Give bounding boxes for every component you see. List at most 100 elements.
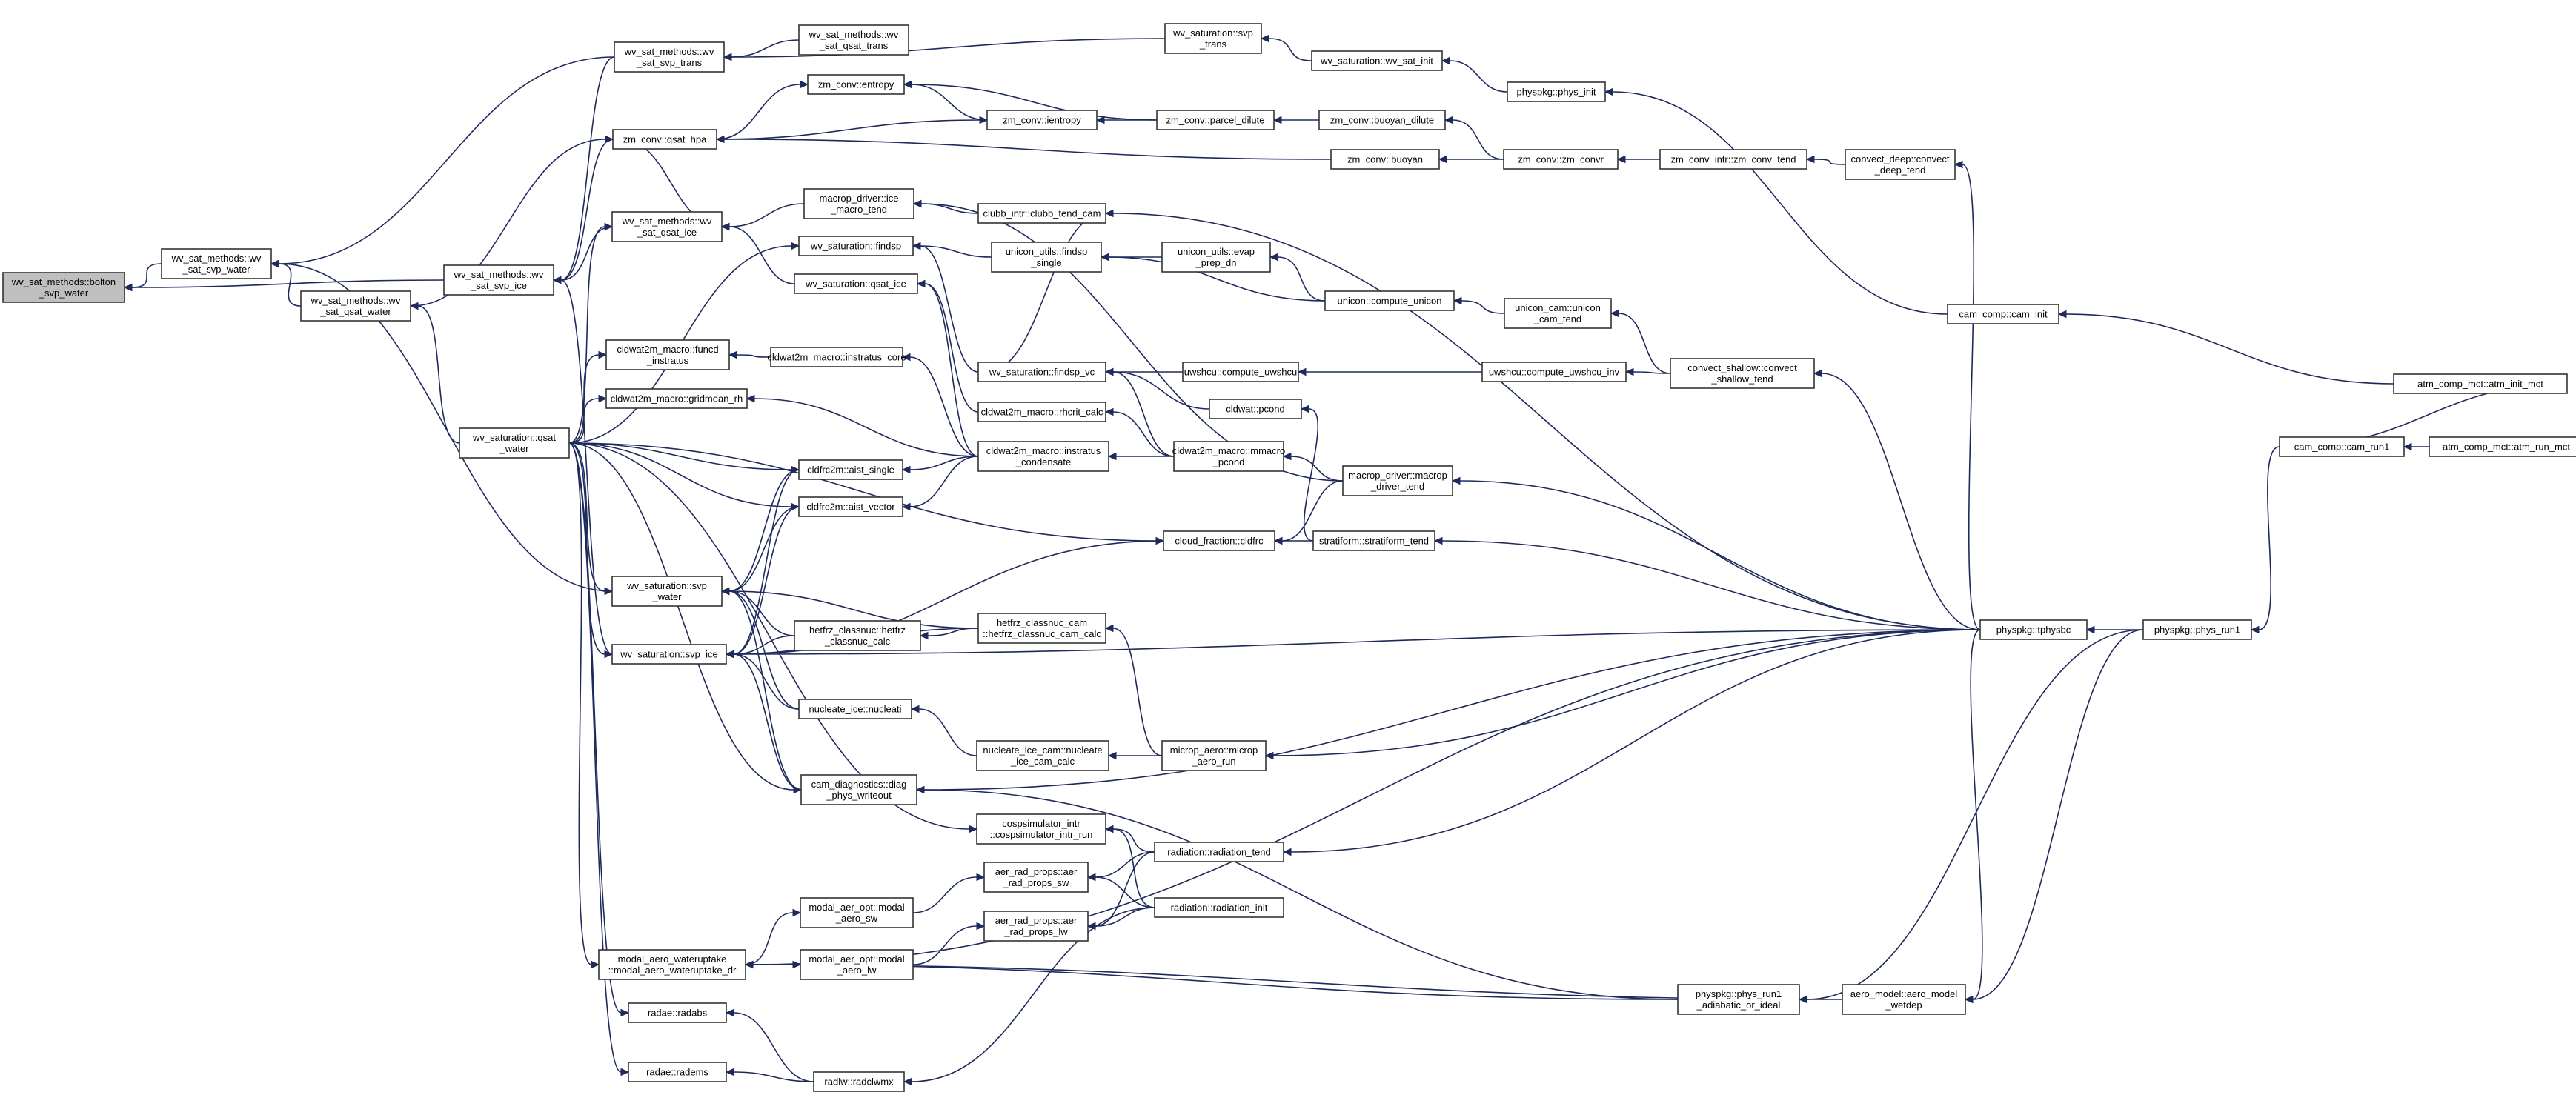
arrowhead-icon <box>969 825 978 833</box>
call-edge-line <box>1303 408 1319 542</box>
graph-node[interactable]: wv_sat_methods::wv_sat_svp_trans <box>614 41 725 73</box>
graph-node[interactable]: macrop_driver::ice_macro_tend <box>803 188 914 219</box>
graph-node-label: aer_rad_props::aer <box>995 915 1078 926</box>
graph-node[interactable]: cam_comp::cam_init <box>1947 304 2059 324</box>
graph-node[interactable]: radae::radabs <box>628 1002 727 1023</box>
graph-node[interactable]: zm_conv::buoyan <box>1330 149 1440 170</box>
graph-node[interactable]: radiation::radiation_init <box>1154 897 1284 918</box>
graph-node[interactable]: cloud_fraction::cldfrc <box>1163 530 1275 551</box>
graph-node[interactable]: unicon::compute_unicon <box>1324 290 1455 311</box>
graph-node[interactable]: zm_conv::entropy <box>807 74 905 95</box>
graph-node-label: wv_saturation::wv_sat_init <box>1320 56 1433 67</box>
graph-node-box <box>1311 50 1443 71</box>
graph-node[interactable]: zm_conv::ientropy <box>986 110 1098 130</box>
graph-node[interactable]: nucleate_ice::nucleati <box>798 699 912 719</box>
graph-node[interactable]: physpkg::tphysbc <box>1979 619 2088 640</box>
arrowhead-icon <box>1104 825 1114 833</box>
graph-node[interactable]: physpkg::phys_run1_adiabatic_or_ideal <box>1677 984 1800 1015</box>
graph-node[interactable]: wv_saturation::qsat_ice <box>794 273 918 294</box>
graph-node[interactable]: wv_sat_methods::wv_sat_qsat_ice <box>611 211 723 242</box>
graph-node-label: stratiform::stratiform_tend <box>1319 536 1429 547</box>
call-edge-line <box>568 442 970 830</box>
graph-node-label: _prep_dn <box>1195 257 1237 268</box>
call-edge <box>725 469 800 659</box>
graph-node[interactable]: aer_rad_props::aer_rad_props_sw <box>983 862 1089 893</box>
graph-node[interactable]: atm_comp_mct::atm_init_mct <box>2393 373 2568 394</box>
graph-node[interactable]: wv_saturation::svp_trans <box>1164 23 1262 54</box>
graph-node[interactable]: zm_conv::buoyan_dilute <box>1318 110 1446 130</box>
graph-node[interactable]: wv_saturation::findsp <box>798 236 914 256</box>
graph-node-box <box>798 236 914 256</box>
graph-node[interactable]: physpkg::phys_run1 <box>2142 619 2252 640</box>
graph-node[interactable]: modal_aer_opt::modal_aero_sw <box>800 897 914 928</box>
call-edge-line <box>568 442 622 1014</box>
graph-node[interactable]: nucleate_ice_cam::nucleate_ice_cam_calc <box>976 740 1109 771</box>
graph-node[interactable]: aero_model::aero_model_wetdep <box>1842 984 1966 1015</box>
graph-node[interactable]: radae::radems <box>628 1062 727 1082</box>
graph-node[interactable]: wv_sat_methods::wv_sat_qsat_trans <box>798 24 909 56</box>
arrowhead-icon <box>2085 625 2095 634</box>
graph-node[interactable]: wv_sat_methods::wv_sat_qsat_water <box>300 290 411 322</box>
graph-node[interactable]: cldwat2m_macro::rhcrit_calc <box>977 402 1106 422</box>
call-edge <box>725 629 1981 659</box>
graph-node[interactable]: aer_rad_props::aer_rad_props_lw <box>983 911 1089 942</box>
graph-node[interactable]: radiation::radiation_tend <box>1154 842 1284 862</box>
graph-node[interactable]: uwshcu::compute_uwshcu_inv <box>1481 362 1627 382</box>
graph-node[interactable]: wv_saturation::wv_sat_init <box>1311 50 1443 71</box>
graph-node[interactable]: convect_deep::convect_deep_tend <box>1845 149 1956 180</box>
graph-node[interactable]: cldwat2m_macro::gridmean_rh <box>605 388 748 409</box>
graph-node[interactable]: clubb_intr::clubb_tend_cam <box>977 203 1106 224</box>
call-edge <box>745 908 802 965</box>
graph-node[interactable]: cldwat2m_macro::funcd_instratus <box>605 339 730 370</box>
graph-node[interactable]: cldwat::pcond <box>1209 399 1302 419</box>
graph-node[interactable]: cldfrc2m::aist_single <box>798 459 903 480</box>
graph-node[interactable]: wv_sat_methods::bolton_svp_water <box>2 272 125 303</box>
graph-node[interactable]: cam_comp::cam_run1 <box>2279 436 2405 457</box>
graph-node[interactable]: unicon_cam::unicon_cam_tend <box>1504 298 1612 329</box>
call-edge <box>568 442 803 794</box>
graph-node-label: _single <box>1030 257 1061 268</box>
arrowhead-icon <box>1100 253 1109 262</box>
graph-node[interactable]: wv_saturation::findsp_vc <box>977 362 1106 382</box>
graph-node[interactable]: radlw::radclwmx <box>813 1071 905 1092</box>
graph-node[interactable]: cospsimulator_intr::cospsimulator_intr_r… <box>976 813 1106 845</box>
graph-node[interactable]: cldwat2m_macro::instratus_condensate <box>977 441 1109 472</box>
graph-node[interactable]: zm_conv::parcel_dilute <box>1156 110 1275 130</box>
graph-node[interactable]: atm_comp_mct::atm_run_mct <box>2429 436 2576 457</box>
graph-node-box <box>1504 298 1612 329</box>
graph-node-box <box>628 1002 727 1023</box>
graph-node[interactable]: physpkg::phys_init <box>1507 81 1606 102</box>
call-edge-line <box>1112 213 1981 630</box>
graph-node-label: unicon_utils::evap <box>1178 246 1255 257</box>
graph-node[interactable]: macrop_driver::macrop_driver_tend <box>1342 465 1453 496</box>
call-edge <box>123 279 445 292</box>
graph-node[interactable]: wv_saturation::qsat_water <box>459 427 570 459</box>
graph-node[interactable]: wv_saturation::svp_ice <box>611 644 727 665</box>
graph-node[interactable]: wv_sat_methods::wv_sat_svp_water <box>161 248 272 279</box>
graph-node[interactable]: unicon_utils::findsp_single <box>991 242 1102 273</box>
graph-node[interactable]: cldwat2m_macro::mmacro_pcond <box>1172 441 1285 472</box>
graph-node[interactable]: uwshcu::compute_uwshcu <box>1182 362 1299 382</box>
graph-node[interactable]: zm_conv::zm_convr <box>1503 149 1619 170</box>
graph-node[interactable]: modal_aero_wateruptake::modal_aero_water… <box>598 949 746 980</box>
graph-node[interactable]: zm_conv_intr::zm_conv_tend <box>1659 149 1807 170</box>
graph-node-label: wv_sat_methods::wv <box>171 253 262 264</box>
graph-node[interactable]: stratiform::stratiform_tend <box>1312 530 1435 551</box>
graph-node[interactable]: wv_sat_methods::wv_sat_svp_ice <box>443 264 554 296</box>
graph-node[interactable]: cam_diagnostics::diag_phys_writeout <box>800 774 917 805</box>
graph-node[interactable]: hetfrz_classnuc_cam::hetfrz_classnuc_cam… <box>977 613 1106 644</box>
graph-node[interactable]: unicon_utils::evap_prep_dn <box>1161 242 1271 273</box>
graph-node[interactable]: hetfrz_classnuc::hetfrz_classnuc_calc <box>794 620 921 651</box>
call-edge-line <box>1633 371 1671 374</box>
graph-node[interactable]: cldwat2m_macro::instratus_core <box>767 347 906 367</box>
graph-node[interactable]: cldfrc2m::aist_vector <box>798 496 903 517</box>
call-edge <box>1953 160 1981 630</box>
arrowhead-icon <box>1441 56 1450 65</box>
graph-node[interactable]: wv_saturation::svp_water <box>611 576 723 607</box>
graph-node[interactable]: zm_conv::qsat_hpa <box>612 129 717 150</box>
graph-node[interactable]: convect_shallow::convect_shallow_tend <box>1670 358 1815 389</box>
call-edge <box>912 199 979 214</box>
call-edge-line <box>752 964 1679 1000</box>
graph-node[interactable]: microp_aero::microp_aero_run <box>1161 740 1267 771</box>
graph-node[interactable]: modal_aer_opt::modal_aero_lw <box>800 949 914 980</box>
